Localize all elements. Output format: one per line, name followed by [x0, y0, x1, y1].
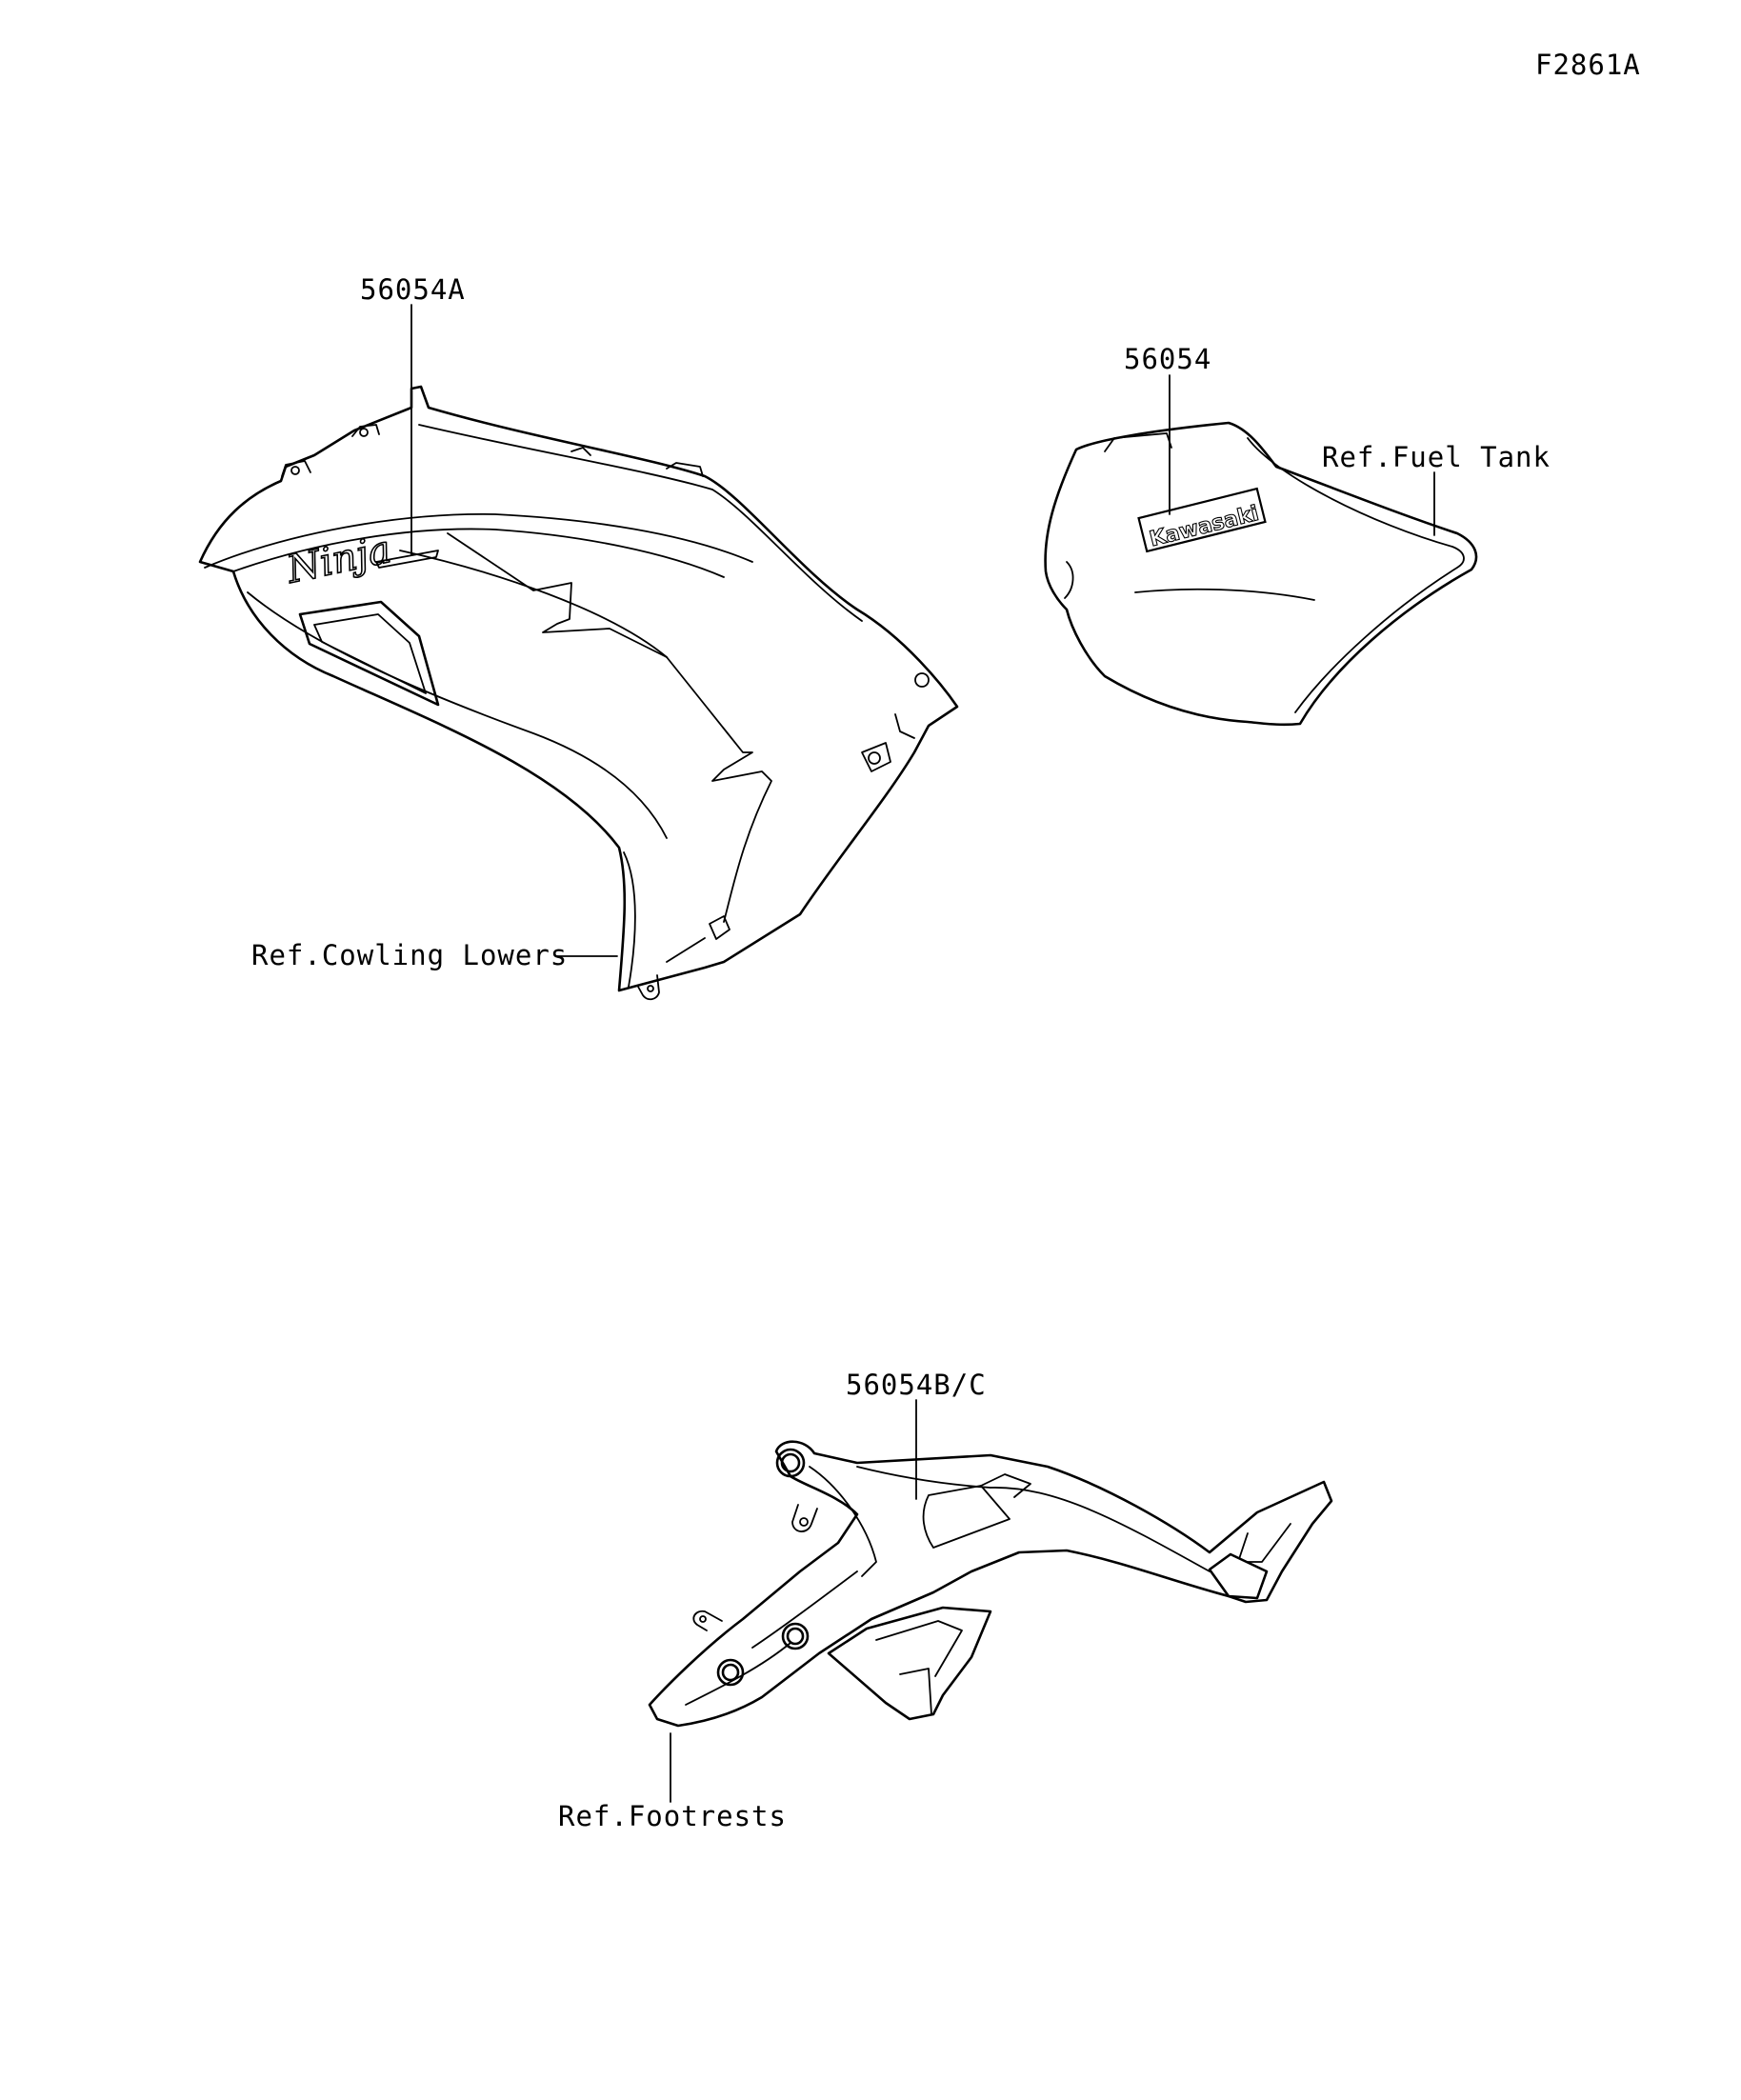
label-ref-cowling-lowers[interactable]: Ref.Cowling Lowers [251, 939, 568, 971]
label-56054BC[interactable]: 56054B/C [846, 1369, 987, 1401]
label-56054[interactable]: 56054 [1124, 343, 1211, 375]
footrest-bracket-drawing [648, 1440, 1333, 1728]
figure-id: F2861A [1535, 49, 1641, 81]
label-56054A[interactable]: 56054A [360, 273, 466, 306]
label-ref-footrests[interactable]: Ref.Footrests [558, 1800, 787, 1832]
label-ref-fuel-tank[interactable]: Ref.Fuel Tank [1322, 441, 1551, 473]
cowling-lower-drawing: Ninja [198, 385, 959, 1001]
fuel-tank-drawing: Kawasaki [1044, 421, 1478, 727]
